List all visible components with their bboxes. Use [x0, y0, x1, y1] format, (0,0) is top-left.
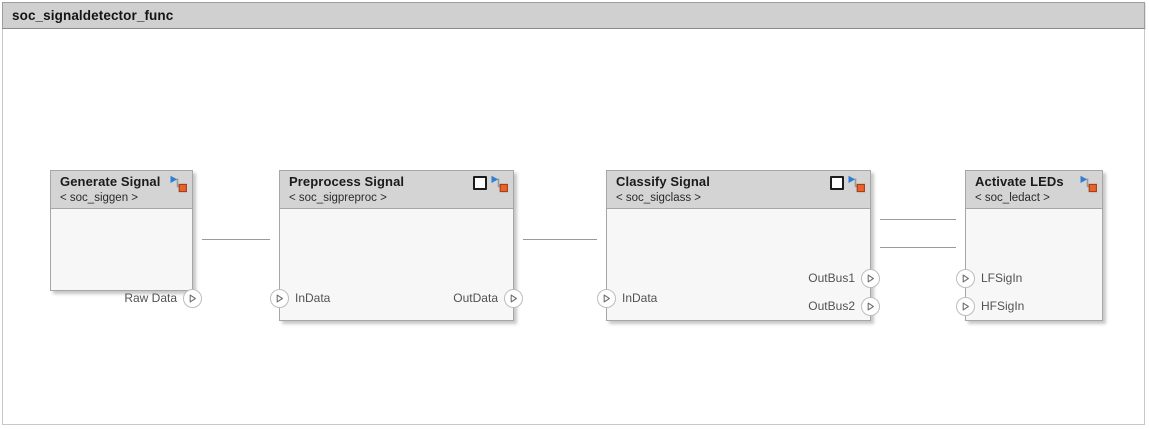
input-port-indata[interactable]	[597, 289, 616, 308]
input-port-label: LFSigIn	[981, 271, 1023, 285]
block-generate-signal[interactable]: Generate Signal < soc_siggen > Raw Data	[50, 170, 202, 308]
mask-square-icon	[830, 176, 844, 190]
block-subtitle: < soc_sigpreproc >	[289, 192, 387, 204]
block-badges	[169, 175, 187, 193]
output-port-label: OutBus1	[808, 271, 855, 285]
wire-outbus2-to-hfsigin[interactable]	[880, 247, 956, 248]
block-title: Generate Signal	[60, 174, 161, 189]
output-port-label: OutData	[453, 291, 498, 305]
block-title: Classify Signal	[616, 174, 710, 189]
task-badge-icon[interactable]	[490, 175, 508, 193]
wire-outdata-to-indata[interactable]	[523, 239, 597, 240]
output-port-outbus1[interactable]	[861, 269, 880, 288]
output-port-label: OutBus2	[808, 299, 855, 313]
block-body-generate-signal: Raw Data	[51, 209, 202, 308]
output-port-raw-data[interactable]	[183, 289, 202, 308]
block-header-classify-signal: Classify Signal < soc_sigclass >	[607, 171, 870, 209]
block-subtitle: < soc_sigclass >	[616, 192, 702, 204]
window-title-bar: soc_signaldetector_func	[2, 2, 1145, 29]
task-badge-icon[interactable]	[847, 175, 865, 193]
block-title: Preprocess Signal	[289, 174, 405, 189]
input-port-label: InData	[622, 291, 658, 305]
block-badges	[473, 175, 508, 193]
block-header-preprocess-signal: Preprocess Signal < soc_sigpreproc >	[280, 171, 513, 209]
input-port-label: HFSigIn	[981, 299, 1025, 313]
task-badge-icon[interactable]	[1079, 175, 1097, 193]
wire-rawdata-to-indata[interactable]	[202, 239, 270, 240]
block-preprocess-signal[interactable]: Preprocess Signal < soc_sigpreproc > InDat…	[270, 170, 523, 321]
output-port-label: Raw Data	[124, 291, 177, 305]
input-port-label: InData	[295, 291, 331, 305]
output-port-outbus2[interactable]	[861, 297, 880, 316]
block-badges	[1079, 175, 1097, 193]
block-subtitle: < soc_ledact >	[975, 192, 1050, 204]
block-title: Activate LEDs	[975, 174, 1064, 189]
block-header-activate-leds: Activate LEDs < soc_ledact >	[966, 171, 1102, 209]
input-port-hfsigin[interactable]	[956, 297, 975, 316]
task-badge-icon[interactable]	[169, 175, 187, 193]
model-canvas[interactable]: Generate Signal < soc_siggen > Raw Data Pre…	[2, 29, 1145, 425]
block-header-generate-signal: Generate Signal < soc_siggen >	[51, 171, 192, 209]
input-port-lfsigin[interactable]	[956, 269, 975, 288]
block-badges	[830, 175, 865, 193]
block-body-preprocess-signal: InData OutData	[270, 209, 523, 320]
block-subtitle: < soc_siggen >	[60, 192, 139, 204]
mask-square-icon	[473, 176, 487, 190]
output-port-outdata[interactable]	[504, 289, 523, 308]
wire-outbus1-to-lfsigin[interactable]	[880, 219, 956, 220]
input-port-indata[interactable]	[270, 289, 289, 308]
page-title: soc_signaldetector_func	[12, 8, 174, 23]
